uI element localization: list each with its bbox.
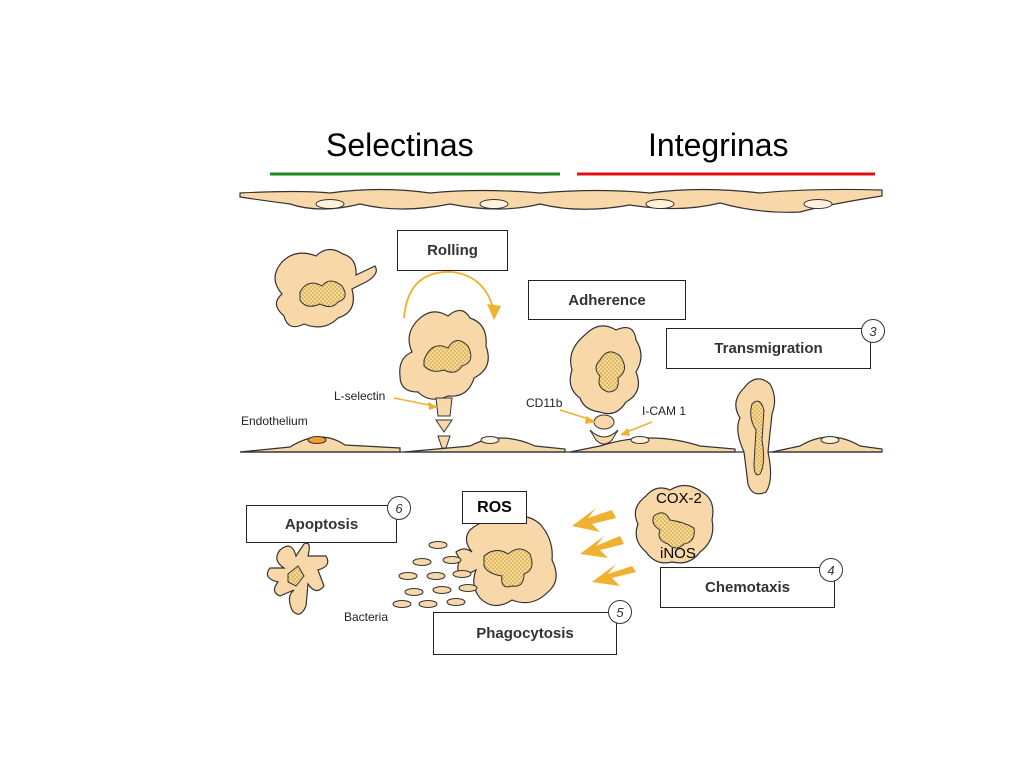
- chemotactic-arrows: [572, 508, 636, 586]
- bacteria-label: Bacteria: [344, 610, 389, 624]
- transmigrating-leukocyte: [735, 378, 776, 495]
- endothelium-label: Endothelium: [241, 414, 308, 428]
- apoptotic-cell: [266, 542, 329, 615]
- transmigration-box: Transmigration: [666, 328, 871, 369]
- step-number-4: 4: [819, 558, 843, 582]
- integrins-header: Integrinas: [648, 127, 789, 163]
- cd11b-label: CD11b: [526, 396, 563, 410]
- l-selectin-label: L-selectin: [334, 389, 386, 403]
- l-selectin-pointer-head: [428, 402, 438, 410]
- adherent-leukocyte: [569, 325, 642, 445]
- upper-vessel-wall: [239, 188, 883, 213]
- rolling-arrowhead: [487, 304, 501, 320]
- chemotaxis-box: Chemotaxis: [660, 567, 835, 608]
- phagocytosis-box: Phagocytosis: [433, 612, 617, 655]
- cd11b-pointer-head: [585, 416, 596, 424]
- endothelium-layer: [239, 436, 883, 453]
- icam1-pointer-head: [620, 428, 630, 436]
- apoptosis-box: Apoptosis: [246, 505, 397, 543]
- icam1-label: I-CAM 1: [642, 404, 687, 418]
- ros-box: ROS: [462, 491, 527, 524]
- inos-label: iNOS: [660, 545, 696, 562]
- rolling-arrow: [403, 271, 495, 319]
- cox2-label: COX-2: [656, 490, 702, 507]
- chemotaxis-leukocyte: [634, 484, 714, 564]
- rolling-box: Rolling: [397, 230, 508, 271]
- l-selectin-pointer: [393, 397, 435, 407]
- step-number-3: 3: [861, 319, 885, 343]
- step-number-6: 6: [387, 496, 411, 520]
- step-number-5: 5: [608, 600, 632, 624]
- selectins-header: Selectinas: [326, 127, 474, 163]
- phagocyte: [455, 515, 557, 607]
- bacteria-group: [392, 541, 478, 608]
- adherence-box: Adherence: [528, 280, 686, 320]
- free-leukocyte: [274, 248, 377, 328]
- rolling-leukocyte: [399, 309, 489, 449]
